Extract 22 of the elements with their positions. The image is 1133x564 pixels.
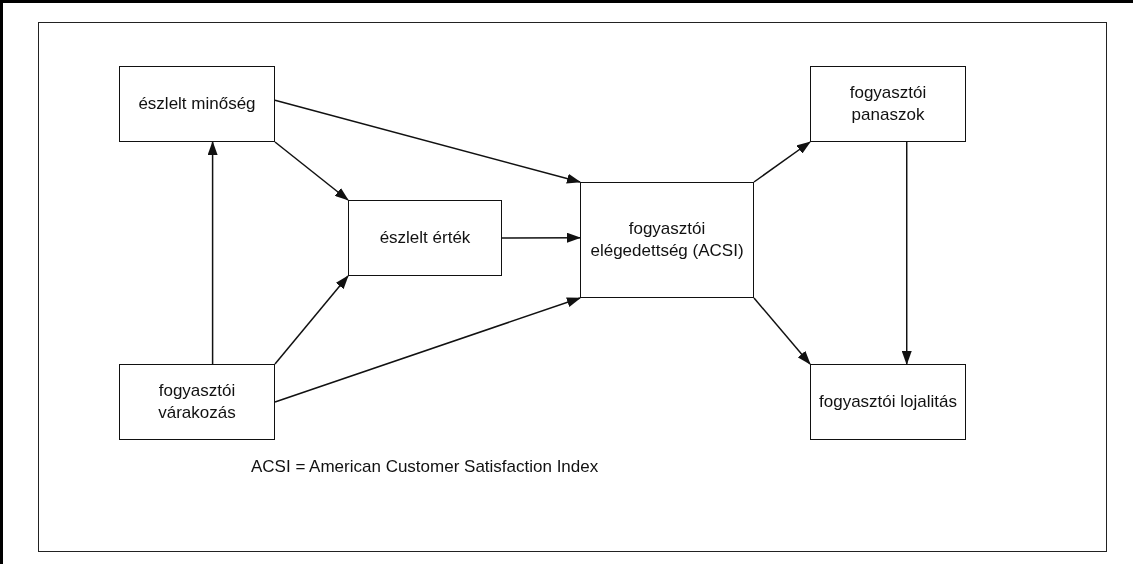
arrow: [274, 297, 581, 403]
box-label: észlelt érték: [379, 227, 471, 249]
arrow: [753, 141, 811, 183]
arrow: [274, 99, 581, 184]
process-box: [580, 182, 754, 298]
process-box: [810, 66, 966, 142]
arrow: [274, 141, 349, 201]
arrow: [753, 297, 811, 365]
process-box: [119, 66, 275, 142]
box-label: fogyasztói elégedettség (ACSI): [589, 218, 745, 262]
box-label: fogyasztói lojalitás: [819, 391, 957, 413]
arrow: [207, 141, 218, 365]
box-label: fogyasztói panaszok: [848, 82, 928, 126]
box-label: észlelt minőség: [138, 93, 256, 115]
process-box: [119, 364, 275, 440]
arrow: [901, 141, 912, 365]
process-box: [810, 364, 966, 440]
arrow: [274, 275, 349, 365]
box-label: fogyasztói várakozás: [157, 380, 237, 424]
process-box: [348, 200, 502, 276]
note-text: ACSI = American Customer Satisfaction Index: [251, 457, 599, 477]
arrow: [501, 232, 581, 243]
